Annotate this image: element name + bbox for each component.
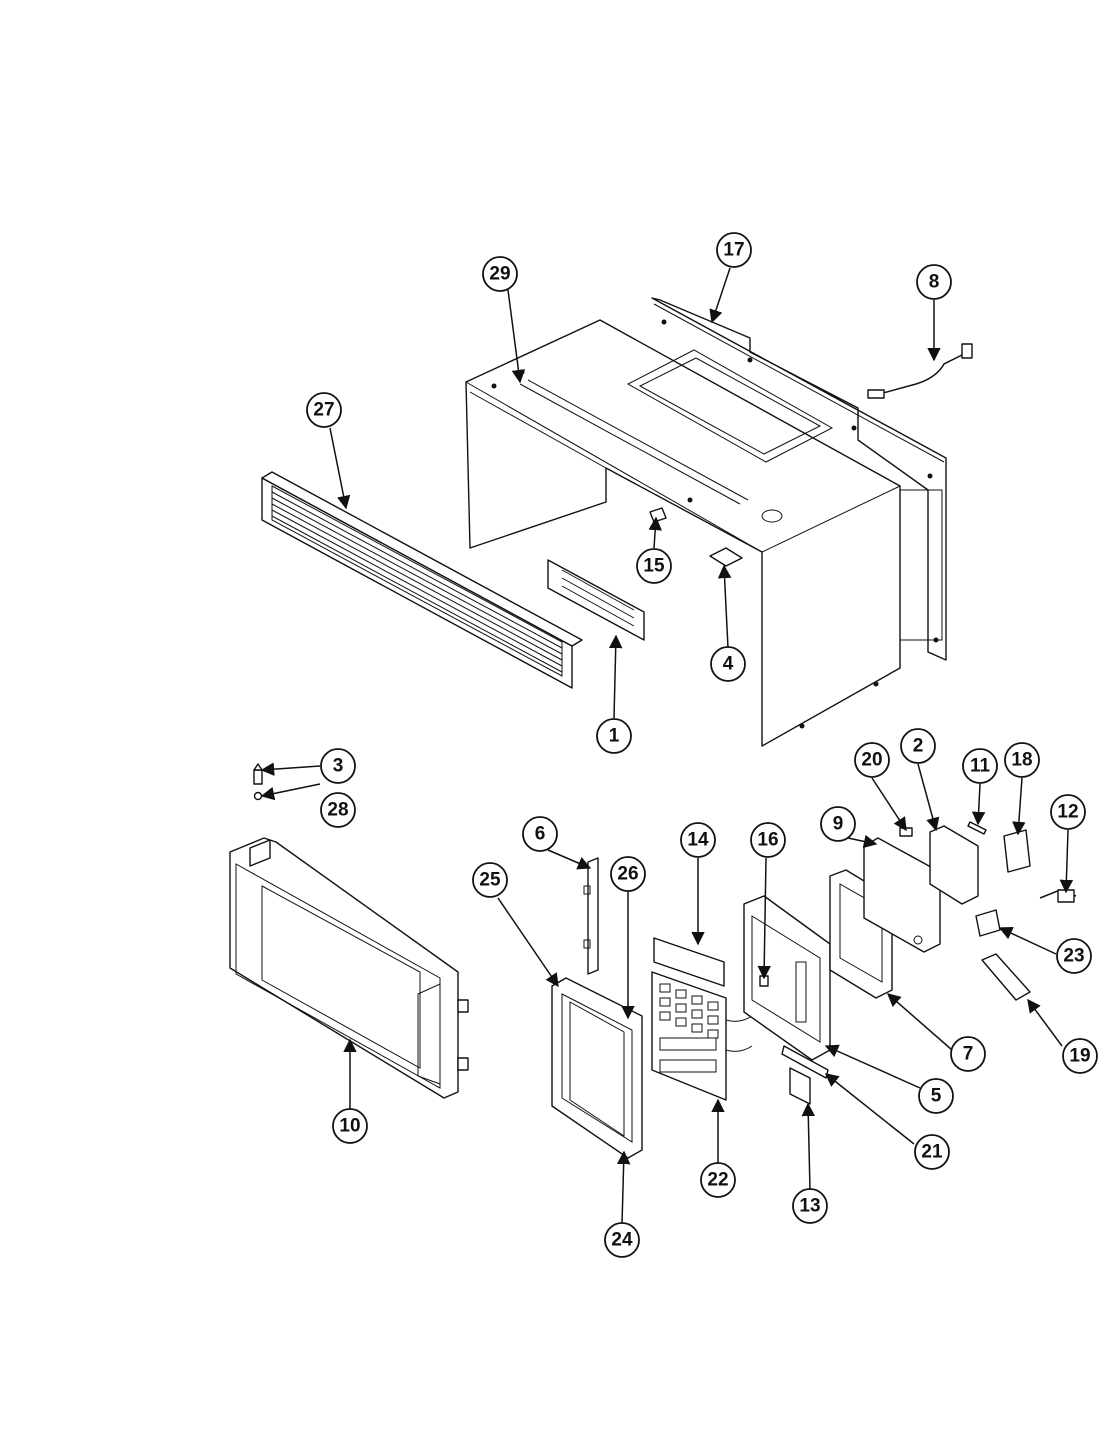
callout-label: 17 (723, 240, 744, 261)
callout-1: 1 (596, 718, 632, 754)
cabinet-part (465, 319, 901, 747)
callout-27: 27 (306, 392, 342, 428)
callout-5: 5 (918, 1078, 954, 1114)
callout-4: 4 (710, 646, 746, 682)
callout-10: 10 (332, 1108, 368, 1144)
callout-label: 10 (339, 1116, 360, 1137)
callout-2: 2 (900, 728, 936, 764)
callout-label: 9 (833, 814, 844, 835)
washer-part (253, 791, 263, 801)
callout-15: 15 (636, 548, 672, 584)
cover-plate-part (981, 953, 1031, 1001)
callout-21: 21 (914, 1134, 950, 1170)
callout-22: 22 (700, 1162, 736, 1198)
mounting-bracket-part (863, 837, 941, 953)
callout-label: 25 (479, 870, 501, 891)
callout-label: 21 (921, 1142, 943, 1163)
callout-18: 18 (1004, 742, 1040, 778)
callout-label: 16 (757, 830, 778, 851)
vent-grille-part (261, 471, 583, 689)
callout-label: 28 (327, 800, 348, 821)
callout-12: 12 (1050, 794, 1086, 830)
keypad-part (651, 971, 753, 1101)
callout-label: 1 (609, 726, 620, 747)
callout-label: 23 (1063, 946, 1084, 967)
callout-label: 29 (489, 264, 510, 285)
callout-label: 12 (1057, 802, 1078, 823)
fuse-part (967, 821, 987, 835)
callout-label: 2 (913, 736, 924, 757)
callout-7: 7 (950, 1036, 986, 1072)
holder-part (789, 1067, 811, 1105)
callout-label: 20 (861, 750, 882, 771)
clip-part (649, 507, 667, 523)
power-cord-part (867, 343, 973, 399)
callout-26: 26 (610, 856, 646, 892)
wire-harness-part (1039, 889, 1077, 903)
callout-label: 11 (970, 756, 991, 777)
callout-label: 19 (1069, 1046, 1090, 1067)
connector-block-part (1003, 829, 1031, 873)
control-frame-part (743, 895, 831, 1061)
door-frame-part (551, 977, 643, 1159)
callout-14: 14 (680, 822, 716, 858)
callout-label: 5 (931, 1086, 942, 1107)
callout-label: 22 (707, 1170, 728, 1191)
callout-23: 23 (1056, 938, 1092, 974)
callout-16: 16 (750, 822, 786, 858)
callout-17: 17 (716, 232, 752, 268)
callout-11: 11 (962, 748, 998, 784)
decal-part (653, 937, 725, 987)
latch-pin-part (253, 763, 263, 785)
leader-lines (260, 267, 1074, 1225)
callout-20: 20 (854, 742, 890, 778)
callout-label: 26 (617, 864, 638, 885)
callout-29: 29 (482, 256, 518, 292)
thermal-switch-part (975, 909, 1001, 937)
callout-label: 24 (611, 1230, 633, 1251)
callout-label: 3 (333, 756, 344, 777)
callout-24: 24 (604, 1222, 640, 1258)
callout-label: 6 (535, 824, 546, 845)
callout-label: 18 (1011, 750, 1032, 771)
callout-label: 4 (723, 654, 734, 675)
callout-label: 15 (643, 556, 665, 577)
callout-8: 8 (916, 264, 952, 300)
door-part (229, 837, 469, 1099)
callout-19: 19 (1062, 1038, 1098, 1074)
callout-6: 6 (522, 816, 558, 852)
callout-label: 8 (929, 272, 940, 293)
callout-label: 27 (313, 400, 334, 421)
callout-9: 9 (820, 806, 856, 842)
callout-label: 13 (799, 1196, 820, 1217)
plate-part (929, 825, 979, 905)
callout-label: 14 (687, 830, 709, 851)
pad-part (709, 547, 743, 567)
callout-3: 3 (320, 748, 356, 784)
callout-28: 28 (320, 792, 356, 828)
bracket-part (583, 857, 599, 975)
vent-plate-part (547, 559, 645, 641)
callout-25: 25 (472, 862, 508, 898)
callout-13: 13 (792, 1188, 828, 1224)
callout-label: 7 (963, 1044, 974, 1065)
